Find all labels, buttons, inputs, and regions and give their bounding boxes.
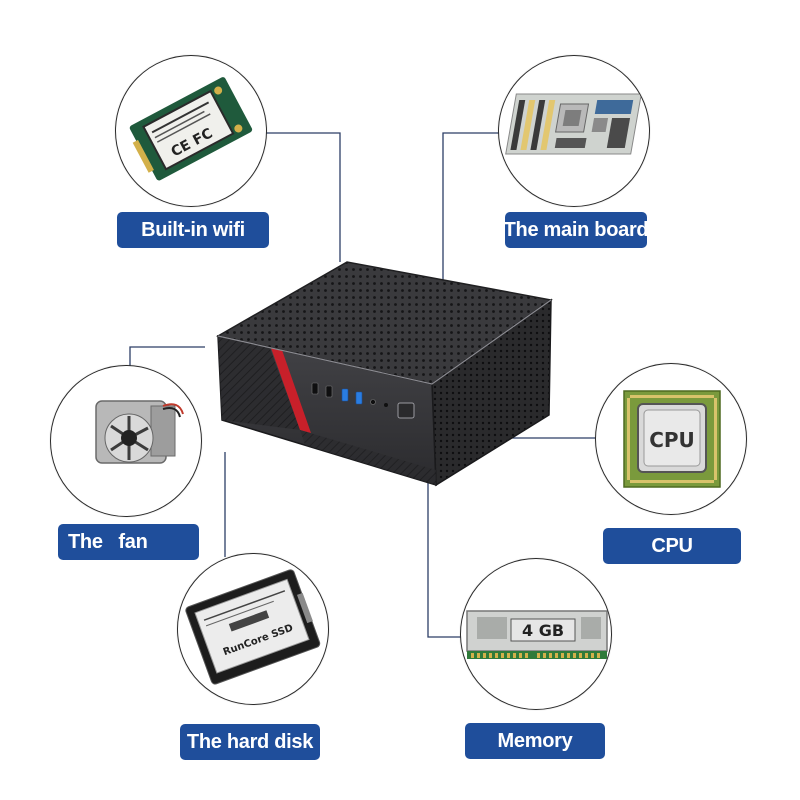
memory-label: Memory <box>465 723 605 759</box>
ssd-drive-icon: RunCore SSD <box>185 569 321 685</box>
ram-stick-icon: 4 GB <box>466 610 608 659</box>
power-button <box>397 402 415 419</box>
memory-circle: 4 GB <box>460 558 612 710</box>
main-board-circle <box>498 55 650 207</box>
wifi-connector <box>265 132 341 262</box>
main-board-connector <box>442 132 500 280</box>
cpu-chip-icon: CPU <box>623 390 721 488</box>
cpu-chip-text: CPU <box>649 428 695 452</box>
memory-connector <box>427 470 462 638</box>
fan-connector <box>129 346 205 372</box>
ram-capacity-text: 4 GB <box>522 621 564 640</box>
blower-fan-icon <box>95 400 184 464</box>
fan-label: The fan <box>58 524 199 560</box>
motherboard-icon <box>505 93 642 155</box>
wifi-label: Built-in wifi <box>117 212 269 248</box>
front-ports <box>311 382 388 407</box>
cpu-label: CPU <box>603 528 741 564</box>
red-accent-stripe <box>271 348 311 433</box>
hard-disk-circle: RunCore SSD <box>177 553 329 705</box>
hard-disk-label: The hard disk <box>180 724 320 760</box>
fan-circle <box>50 365 202 517</box>
cpu-circle: CPU <box>595 363 747 515</box>
wifi-card-circle: CE FC <box>115 55 267 207</box>
main-board-label: The main board <box>504 212 649 248</box>
wifi-card-icon: CE FC <box>129 77 253 181</box>
